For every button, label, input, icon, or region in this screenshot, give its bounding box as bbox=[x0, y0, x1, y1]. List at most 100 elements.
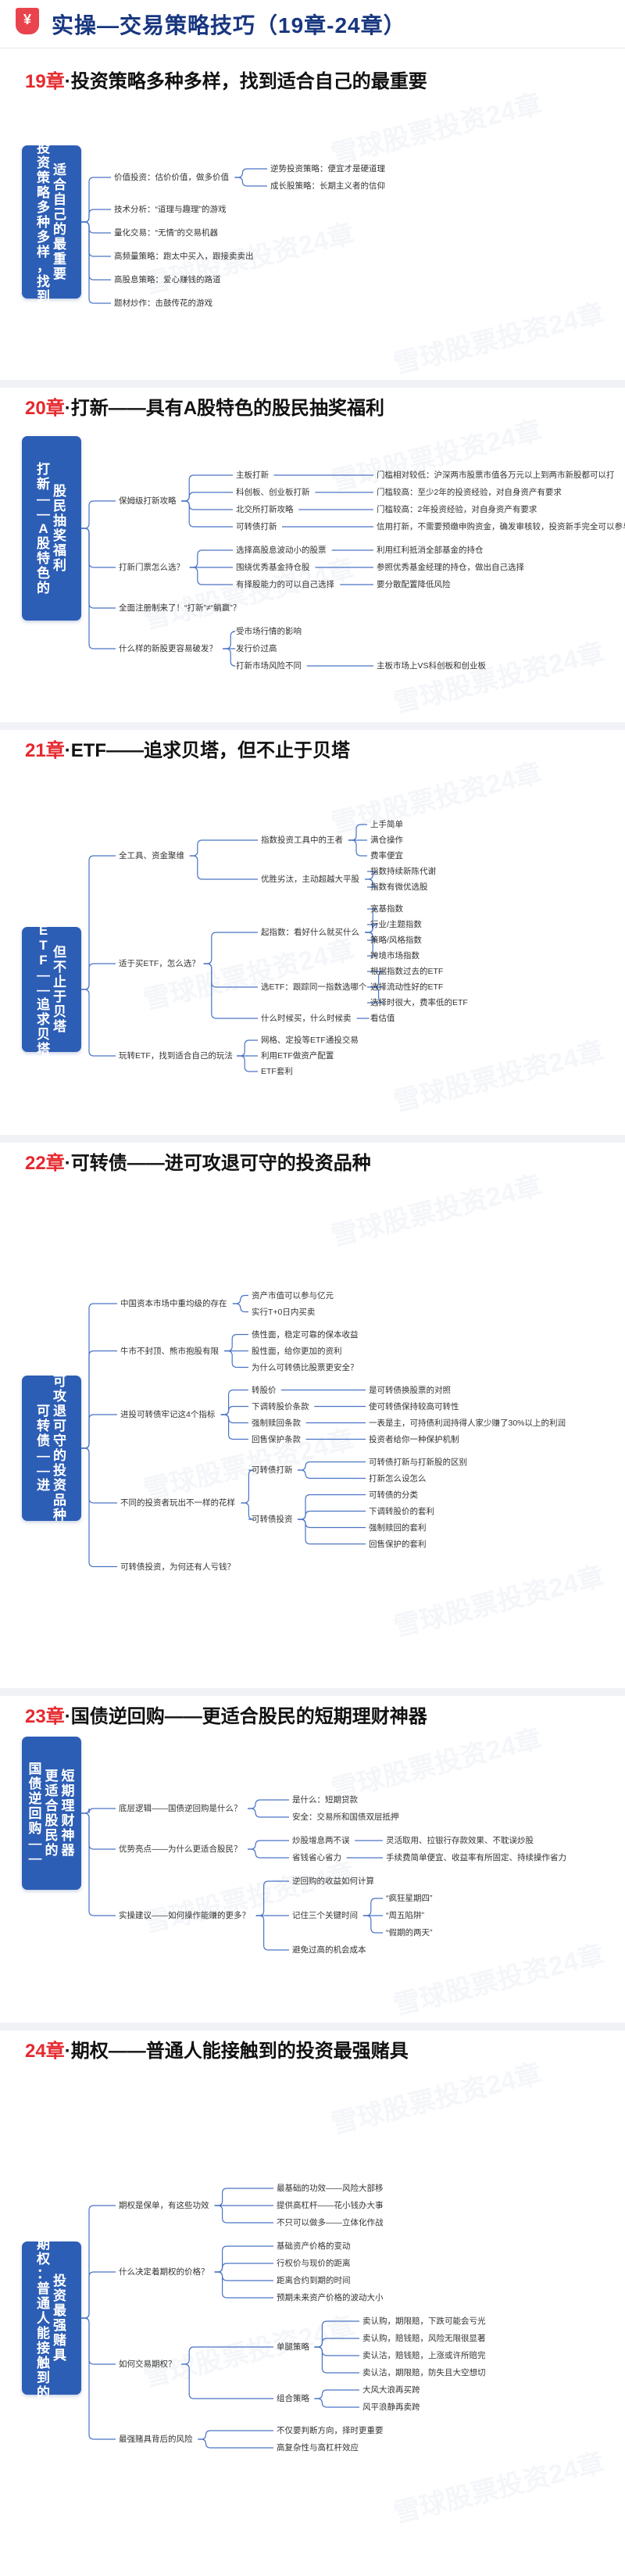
topic-node: 门槛较高：2年投资经验，对自身资产有要求 bbox=[377, 505, 538, 514]
branch-connector bbox=[248, 1808, 289, 1818]
topic-node: 是可转债换股票的对照 bbox=[369, 1385, 451, 1395]
topic-node: 行权价与现价的距离 bbox=[277, 2259, 351, 2268]
chapter-number: 23章 bbox=[25, 1706, 65, 1727]
topic-node: 高复杂性与高杠杆效应 bbox=[277, 2443, 359, 2453]
branch-connector bbox=[348, 839, 367, 857]
branch-connector bbox=[81, 209, 111, 223]
chapter-number: 19章 bbox=[25, 71, 65, 92]
topic-node: 上手简单 bbox=[370, 820, 403, 829]
branch-connector bbox=[314, 2338, 359, 2348]
topic-node: 提供高杠杆——花小钱办大事 bbox=[277, 2201, 384, 2210]
topic-node: 利用ETF做资产配置 bbox=[261, 1051, 334, 1061]
topic-node: 卖认沽，期限赔，防失且大空想切 bbox=[362, 2368, 486, 2377]
topic-node: 不同的投资者玩出不一样的花样 bbox=[120, 1498, 235, 1508]
topic-node: 不仅要判断方向，择时更重要 bbox=[277, 2426, 384, 2435]
topic-node: 下调转股价条款 bbox=[252, 1401, 309, 1411]
topic-node: 逆回购的收益如何计算 bbox=[292, 1877, 374, 1886]
topic-node: 资产市值可以参与亿元 bbox=[252, 1290, 334, 1301]
branch-connector bbox=[81, 1447, 117, 1568]
branch-connector bbox=[234, 177, 267, 187]
branch-connector bbox=[248, 1799, 289, 1809]
topic-node: ETF套利 bbox=[261, 1067, 293, 1076]
topic-node: 玩转ETF，找到适合自己的玩法 bbox=[119, 1051, 233, 1061]
branch-connector bbox=[203, 963, 258, 1019]
topic-node: 单腿策略 bbox=[277, 2342, 309, 2352]
branch-connector bbox=[189, 855, 258, 880]
topic-node: 进投可转债牢记这4个指标 bbox=[120, 1410, 216, 1419]
branch-connector bbox=[181, 2346, 273, 2365]
branch-connector bbox=[81, 1808, 116, 1814]
topic-node: 要分散配置降低风险 bbox=[377, 580, 451, 589]
topic-node: 选择流动性好的ETF bbox=[370, 982, 444, 992]
branch-connector bbox=[81, 221, 111, 304]
topic-node: 基础资产价格的变动 bbox=[277, 2241, 351, 2251]
topic-node: “假期的两天” bbox=[386, 1928, 433, 1937]
branch-connector bbox=[298, 1510, 366, 1520]
topic-node: 是什么：短期贷款 bbox=[292, 1795, 358, 1805]
logo-icon: ¥ bbox=[16, 8, 39, 34]
topic-node: 起指数：看好什么就买什么 bbox=[261, 928, 359, 937]
topic-node: 门槛较高：至少2年的投资经验，对自身资产有要求 bbox=[377, 488, 562, 497]
chapter-divider bbox=[0, 722, 625, 730]
chapter-title: 20章·打新——具有A股特色的股民抽奖福利 bbox=[25, 392, 384, 420]
topic-node: 利用红利抵消全部基金的持仓 bbox=[377, 546, 484, 555]
chapter-heading-text: ·投资策略多种多样，找到适合自己的最重要 bbox=[64, 71, 427, 92]
topic-node: 优势亮点——为什么更适合股民？ bbox=[119, 1844, 242, 1854]
topic-node: 发行价过高 bbox=[236, 644, 277, 653]
branch-connector bbox=[224, 1350, 248, 1368]
chapter-heading-text: ·打新——具有A股特色的股民抽奖福利 bbox=[64, 398, 385, 419]
topic-node: 实操建议——如何操作能赚的更多？ bbox=[119, 1911, 250, 1920]
topic-node: 选择高股息波动小的股票 bbox=[236, 546, 327, 555]
branch-connector bbox=[248, 1848, 289, 1859]
topic-node: 全工具、资金聚维 bbox=[119, 851, 184, 860]
topic-node: 指数投资工具中的王者 bbox=[261, 835, 343, 845]
topic-node: 费率便宜 bbox=[370, 851, 403, 860]
topic-node: 指数有微优选股 bbox=[370, 882, 428, 892]
topic-node: 实行T+0日内买卖 bbox=[252, 1307, 316, 1317]
topic-node: 不只可以做多——立体化作战 bbox=[277, 2218, 384, 2227]
topic-node: 选ETF：跟踪同一指数选哪个 bbox=[261, 982, 367, 992]
topic-node: 底层逻辑——国债逆回购是什么？ bbox=[119, 1804, 242, 1813]
topic-node: 量化交易：“无情”的交易机器 bbox=[114, 228, 218, 238]
branch-connector bbox=[81, 963, 116, 990]
topic-node: 根据指数过去的ETF bbox=[370, 967, 444, 976]
topic-node: 什么样的新股更容易破发？ bbox=[119, 644, 217, 653]
topic-node: 如何交易期权？ bbox=[119, 2360, 177, 2369]
topic-node: 组合策略 bbox=[277, 2394, 309, 2403]
branch-connector bbox=[314, 2346, 359, 2374]
branch-connector bbox=[214, 2263, 273, 2273]
topic-node: 强制赎回的套利 bbox=[369, 1522, 427, 1533]
chapter-divider bbox=[0, 380, 625, 388]
topic-node: 手续费简单便宜、收益率有所固定、持续操作省力 bbox=[386, 1853, 566, 1862]
branch-connector bbox=[214, 2205, 273, 2224]
branch-connector bbox=[298, 1469, 366, 1479]
topic-node: 受市场行情的影响 bbox=[236, 627, 302, 636]
root-label-column: 可转债——进 bbox=[37, 1404, 50, 1493]
topic-node: 灵活取用、拉银行存款效果、不耽误炒股 bbox=[386, 1836, 534, 1845]
branch-connector bbox=[365, 871, 378, 880]
chapter-title: 19章·投资策略多种多样，找到适合自己的最重要 bbox=[25, 66, 427, 93]
branch-connector bbox=[241, 1502, 254, 1520]
chapter-divider bbox=[0, 1135, 625, 1143]
branch-connector bbox=[81, 1414, 117, 1449]
topic-node: 题材炒作：击鼓传花的游戏 bbox=[114, 299, 212, 308]
branch-connector bbox=[223, 648, 236, 667]
topic-node: 全面注册制来了！“打新”≠“躺赢”？ bbox=[119, 603, 241, 613]
topic-node: 卖认购，期限赔，下跌可能会亏光 bbox=[362, 2317, 486, 2326]
topic-node: 逆势投资策略：便宜才是硬道理 bbox=[270, 164, 385, 174]
topic-node: 安全：交易所和国债双层抵押 bbox=[292, 1812, 399, 1822]
chapter-heading-text: ·国债逆回购——更适合股民的短期理财神器 bbox=[64, 1706, 427, 1727]
topic-node: 打新市场风险不同 bbox=[236, 661, 302, 671]
branch-connector bbox=[81, 2205, 116, 2319]
branch-connector bbox=[81, 500, 116, 529]
topic-node: 回售保护的套利 bbox=[369, 1539, 427, 1549]
topic-node: 宽基指数 bbox=[370, 904, 403, 914]
topic-node: 下调转股价的套利 bbox=[369, 1506, 434, 1516]
branch-connector bbox=[232, 1303, 248, 1313]
